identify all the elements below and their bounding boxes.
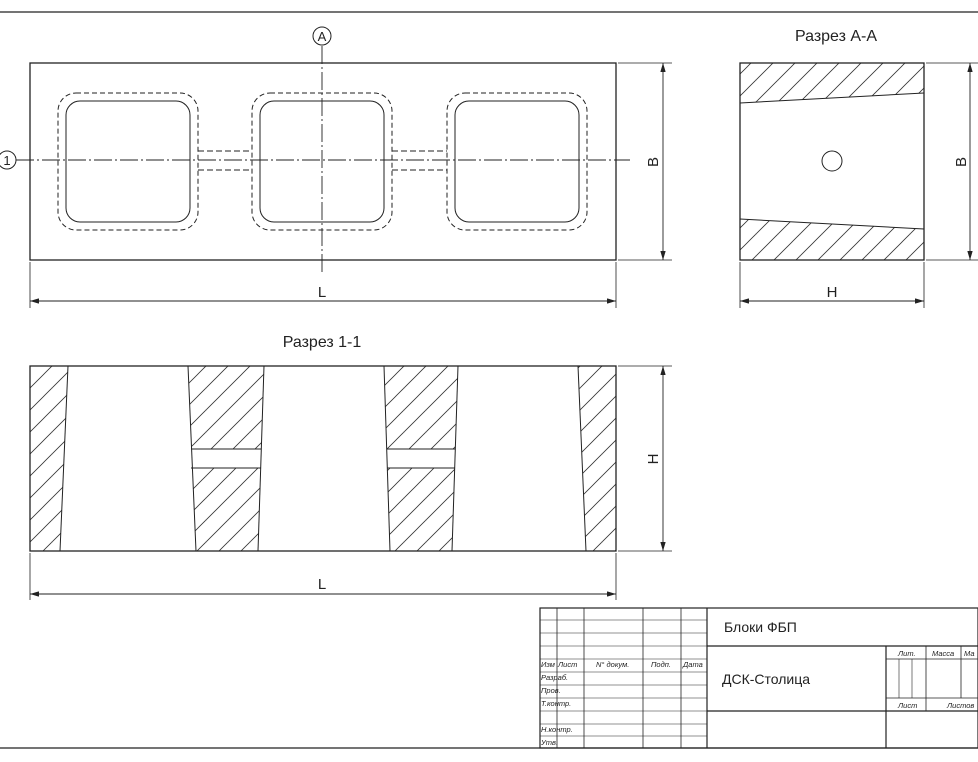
section-aa-hole xyxy=(821,150,843,172)
tb-row-prov: Пров. xyxy=(541,686,561,695)
section-mark-a xyxy=(312,26,332,46)
tb-header-sign: Подп. xyxy=(651,660,671,669)
title-organization: ДСК-Столица xyxy=(722,671,810,687)
tb-row-razrab: Разраб. xyxy=(541,673,568,682)
tb-header-doc: N° докум. xyxy=(596,660,629,669)
section-11 xyxy=(29,365,672,600)
plan-view xyxy=(0,26,672,308)
title-block xyxy=(539,607,978,749)
tb-row-nkontr: Н.контр. xyxy=(541,725,573,734)
tb-col-massa: Масса xyxy=(932,649,954,658)
title-product: Блоки ФБП xyxy=(724,619,797,635)
connecting-grooves xyxy=(198,150,447,171)
tb-col-masshtab: Ма xyxy=(964,649,975,658)
tb-row-utv: Утв. xyxy=(540,738,558,747)
section-11-title: Разрез 1-1 xyxy=(283,334,362,351)
section-11-dim-l: L xyxy=(318,576,326,593)
wall-1 xyxy=(30,366,68,551)
dim-label-l: L xyxy=(318,284,326,301)
tb-header-date: Дата xyxy=(682,660,703,669)
tb-col-lit: Лит. xyxy=(897,649,916,658)
section-aa-dim-h: H xyxy=(827,284,838,301)
void-left xyxy=(57,92,199,231)
tb-col-listov: Листов xyxy=(946,701,974,710)
block-outline xyxy=(29,62,617,261)
section-aa xyxy=(739,62,978,308)
void-right xyxy=(446,92,588,231)
section-aa-title: Разрез А-А xyxy=(795,28,877,45)
dim-label-b: B xyxy=(645,157,662,167)
section-aa-dim-b: B xyxy=(953,157,970,167)
tb-row-tkontr: Т.контр. xyxy=(541,699,571,708)
section-mark-1 xyxy=(0,150,17,170)
wall-4 xyxy=(578,366,616,551)
section-aa-hatch-top xyxy=(740,63,924,103)
section-mark-1-label: 1 xyxy=(3,153,10,168)
section-mark-a-label: A xyxy=(318,29,327,44)
section-11-dim-h: H xyxy=(645,454,662,465)
sheet-frame xyxy=(0,11,978,749)
tb-header-list: Лист xyxy=(557,660,577,669)
tb-header-izm: Изм xyxy=(541,660,555,669)
tb-col-list: Лист xyxy=(897,701,917,710)
section-aa-hatch-bottom xyxy=(740,219,924,260)
